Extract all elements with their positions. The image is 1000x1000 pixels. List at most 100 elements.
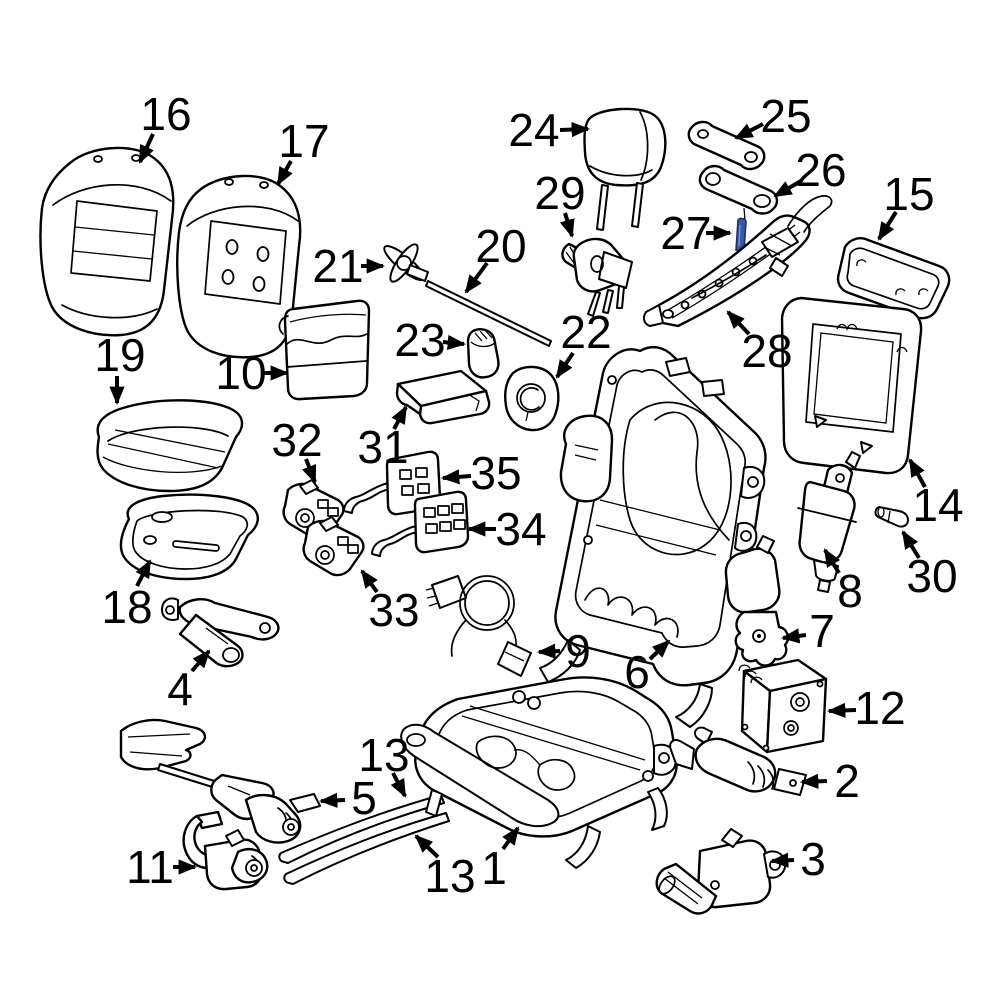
leader-arrow-25 <box>734 122 764 140</box>
leader-arrow-13a <box>390 772 407 798</box>
leader-arrow-5 <box>319 792 346 808</box>
part-6-seatback-frame <box>539 345 767 728</box>
leader-arrow-30 <box>901 530 921 560</box>
part-label-17: 17 <box>278 115 329 167</box>
part-22-grommet <box>504 365 560 432</box>
leader-arrow-35 <box>441 469 472 485</box>
leader-arrow-6 <box>648 639 671 661</box>
part-label-14: 14 <box>912 479 963 531</box>
leader-arrow-17 <box>276 160 293 186</box>
part-label-21: 21 <box>312 240 363 292</box>
part-15-seatback-top-panel <box>836 237 951 320</box>
leader-arrow-32 <box>301 458 317 484</box>
part-label-6: 6 <box>624 646 650 698</box>
leader-arrow-26 <box>773 179 802 198</box>
part-34-switch-with-bracket <box>371 490 470 557</box>
part-label-19: 19 <box>94 329 145 381</box>
part-12-seat-control-module <box>738 658 828 754</box>
part-label-5: 5 <box>351 772 377 824</box>
part-21-wing-bolt <box>383 243 429 283</box>
part-25-link-strap <box>687 120 766 171</box>
leader-arrow-7 <box>781 628 807 644</box>
leader-arrow-14 <box>908 458 927 488</box>
part-label-31: 31 <box>357 421 408 473</box>
part-label-27: 27 <box>660 207 711 259</box>
leader-arrow-23 <box>442 334 466 351</box>
part-8-recliner-motor <box>797 451 861 593</box>
part-29-headrest-latch <box>561 237 633 317</box>
part-label-34: 34 <box>495 503 546 555</box>
leader-arrow-28 <box>726 310 751 336</box>
part-label-2: 2 <box>834 755 860 807</box>
part-19-seat-cushion <box>96 399 244 493</box>
leader-arrow-9 <box>537 643 561 659</box>
part-24-headrest <box>583 107 667 231</box>
part-3-track-motor-gearbox <box>655 828 787 915</box>
part-5-seat-track-drive <box>119 718 321 844</box>
part-label-25: 25 <box>760 90 811 142</box>
leader-arrow-3 <box>770 852 795 868</box>
parts-artwork <box>39 107 951 915</box>
part-label-24: 24 <box>508 104 559 156</box>
part-33-switch-assembly <box>302 516 365 577</box>
part-label-16: 16 <box>140 88 191 140</box>
part-label-8: 8 <box>837 565 863 617</box>
part-2-track-motor <box>669 726 807 796</box>
leader-arrow-2 <box>800 773 828 789</box>
part-label-26: 26 <box>795 144 846 196</box>
part-17-seatback-cushion <box>176 174 302 359</box>
part-9-position-sensor-cable <box>425 575 532 677</box>
part-10-seatback-pocket-panel <box>278 299 371 401</box>
leader-arrow-12 <box>827 702 857 718</box>
leader-arrow-22 <box>555 351 575 379</box>
part-11-seat-track-motor <box>182 810 269 891</box>
leader-arrow-16 <box>138 133 155 164</box>
part-label-33: 33 <box>368 584 419 636</box>
part-label-1: 1 <box>481 842 507 894</box>
part-label-7: 7 <box>809 605 835 657</box>
leader-arrow-1 <box>501 826 520 851</box>
part-28-side-rail-harness <box>642 195 833 328</box>
part-18-seat-pan <box>119 493 260 581</box>
leader-arrow-31 <box>391 405 408 430</box>
leader-arrow-8 <box>823 548 841 575</box>
part-label-22: 22 <box>560 306 611 358</box>
part-4-seat-height-motor <box>161 597 280 668</box>
part-label-35: 35 <box>470 447 521 499</box>
leader-arrow-20 <box>464 261 489 294</box>
part-13-trim-rail-lower <box>283 812 450 885</box>
part-label-32: 32 <box>271 414 322 466</box>
part-label-23: 23 <box>394 314 445 366</box>
part-label-13a: 13 <box>358 729 409 781</box>
part-label-10: 10 <box>215 347 266 399</box>
part-7-lumbar-motor <box>724 535 790 667</box>
leader-arrow-13b <box>414 834 440 859</box>
leader-arrow-15 <box>877 210 898 241</box>
part-1-seat-frame-base <box>400 676 678 869</box>
leader-arrow-33 <box>360 569 379 594</box>
part-23-cover-cap <box>466 328 500 379</box>
part-label-29: 29 <box>534 167 585 219</box>
part-31-seat-module-tray <box>395 369 491 425</box>
part-label-28: 28 <box>741 325 792 377</box>
part-label-4: 4 <box>167 663 193 715</box>
leader-arrow-4 <box>190 649 211 673</box>
part-label-30: 30 <box>906 550 957 602</box>
part-16-seatback-cushion <box>39 146 175 337</box>
part-label-15: 15 <box>883 168 934 220</box>
part-label-18: 18 <box>101 581 152 633</box>
part-label-3: 3 <box>800 833 826 885</box>
part-label-13b: 13 <box>424 850 475 902</box>
leader-arrow-24 <box>559 121 590 138</box>
part-label-9: 9 <box>565 625 591 677</box>
part-14-seatback-panel <box>780 296 923 475</box>
part-27-pin-highlighted <box>735 207 747 252</box>
part-label-20: 20 <box>475 220 526 272</box>
part-label-11: 11 <box>126 841 174 893</box>
part-20-torsion-rod <box>425 280 552 347</box>
part-30-pivot-pin <box>874 506 909 528</box>
leader-arrow-29 <box>559 212 575 238</box>
